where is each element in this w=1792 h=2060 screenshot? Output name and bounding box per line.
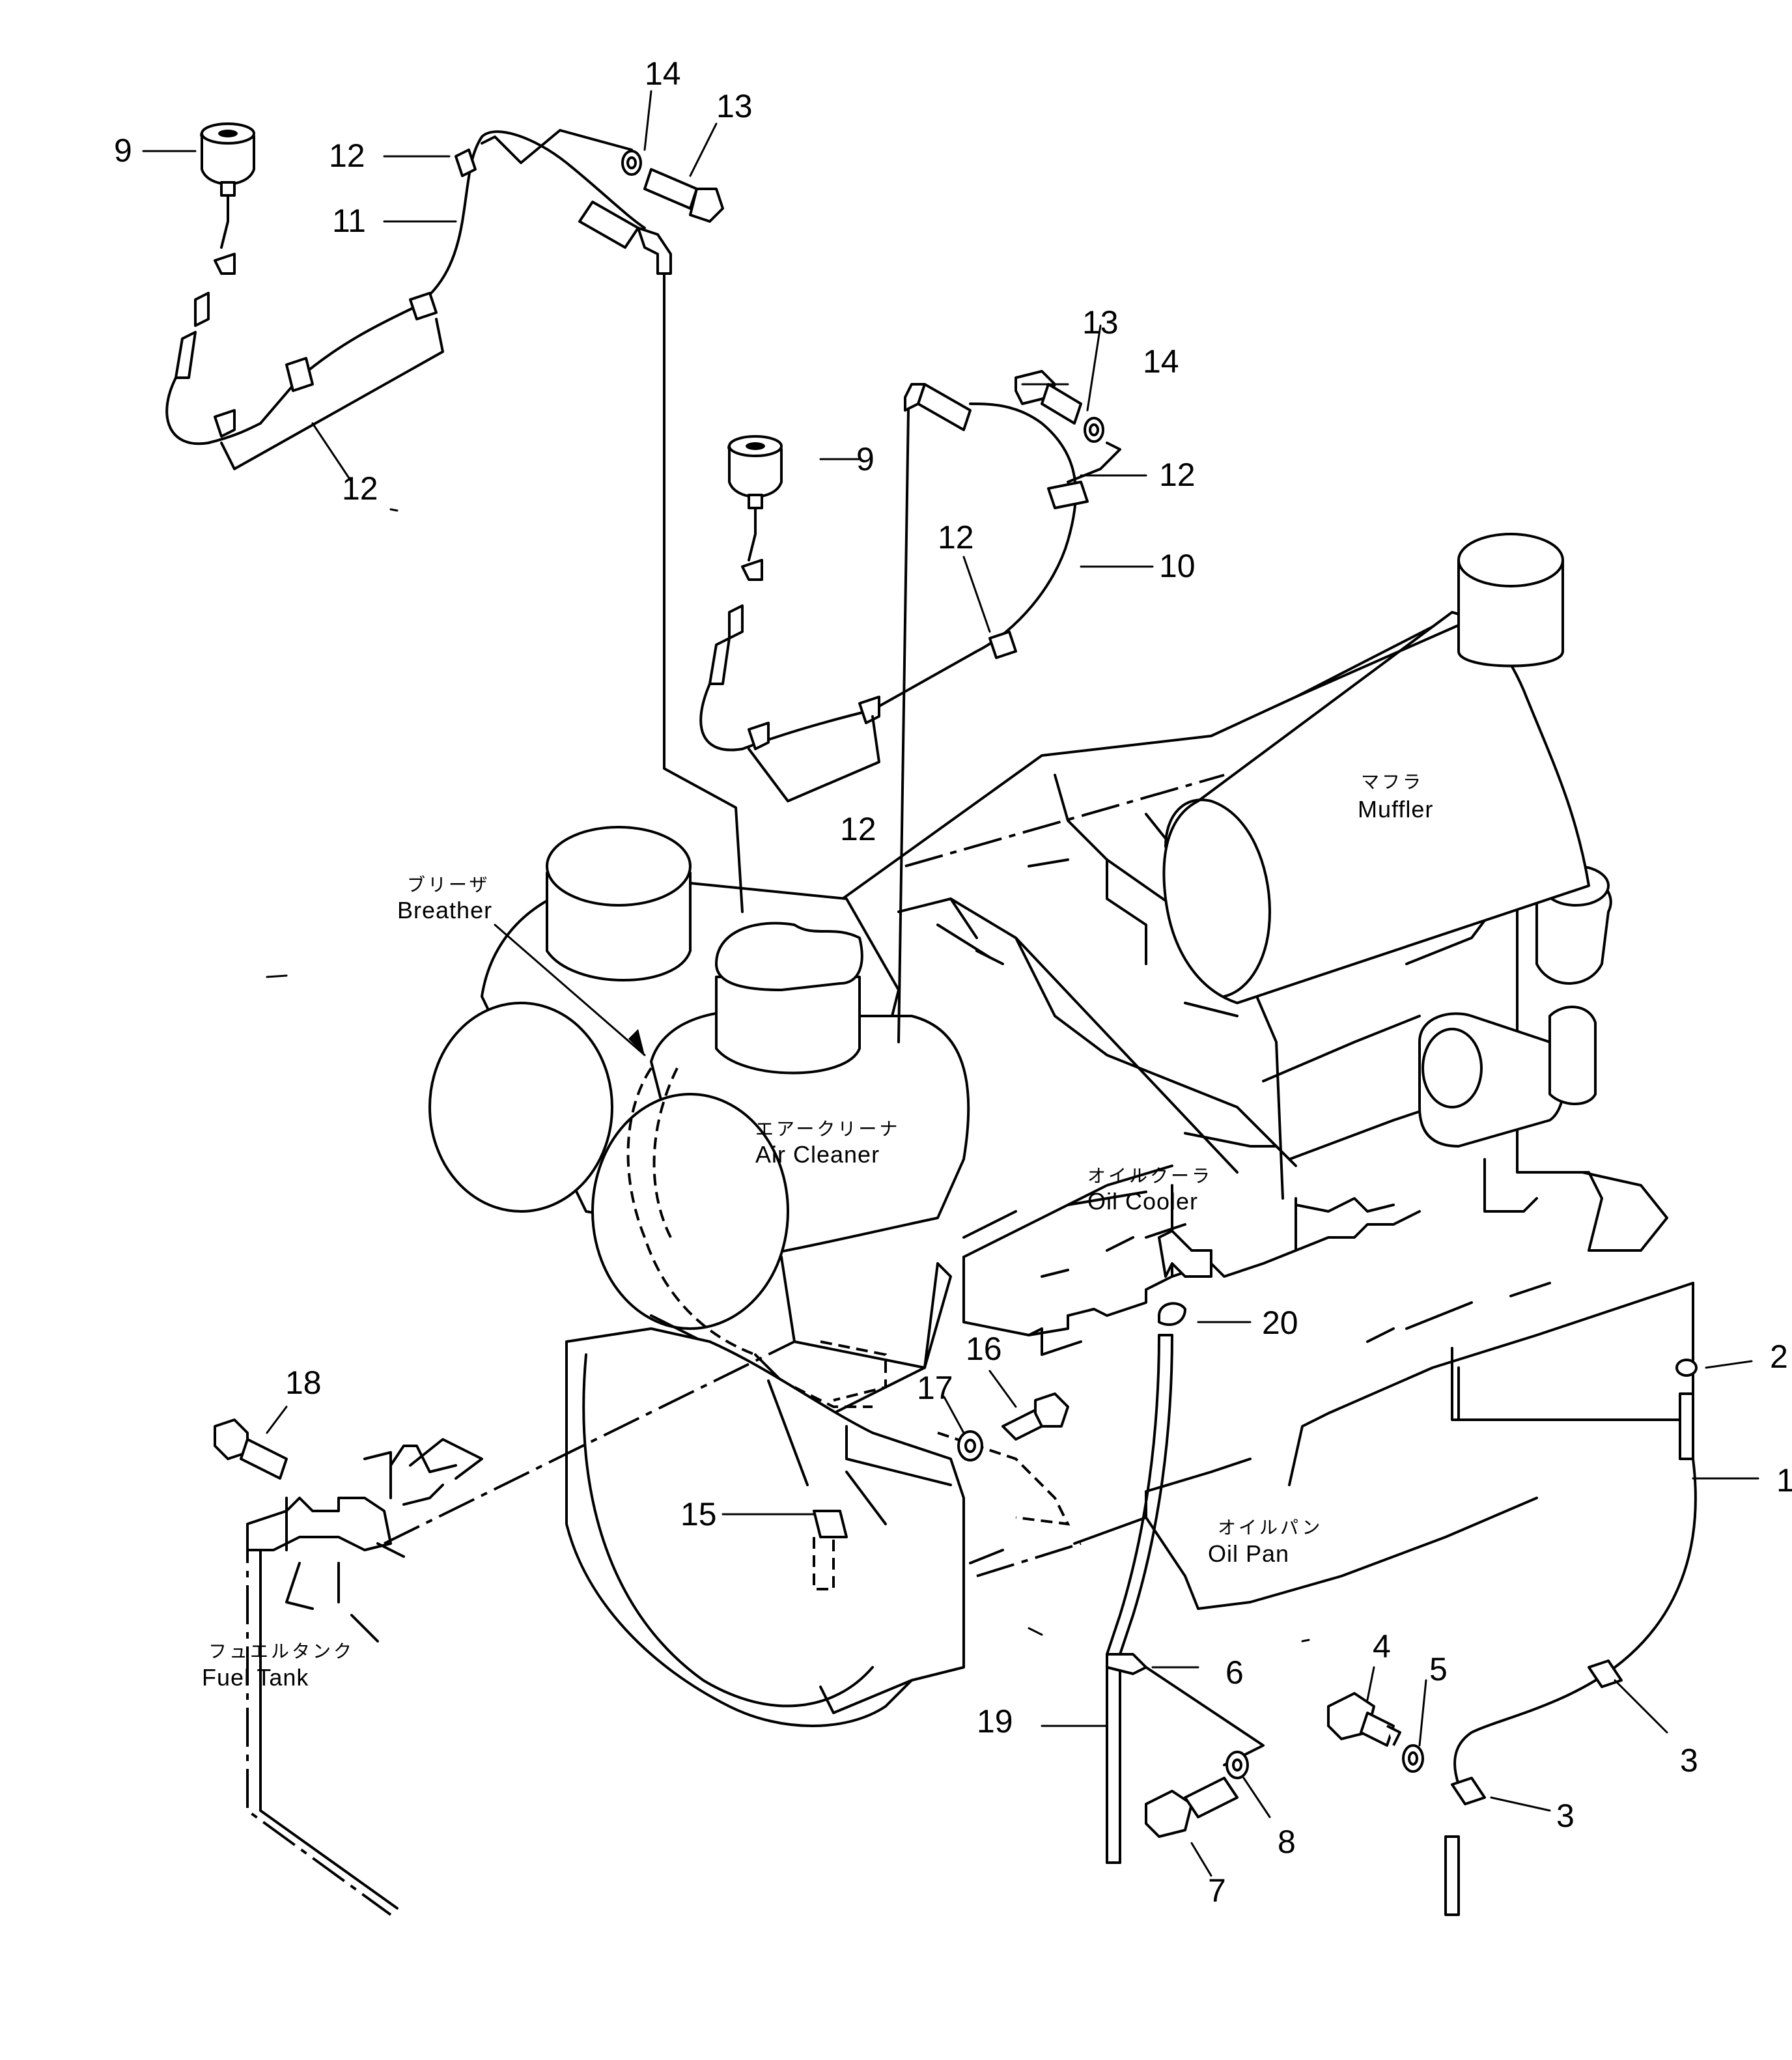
breather-label: ブリーザ Breather — [397, 875, 646, 1056]
oil-cooler-label-en: Oil Cooler — [1087, 1188, 1198, 1215]
callout-2: 2 — [1770, 1338, 1788, 1375]
callout-9b: 9 — [856, 441, 875, 477]
air-cleaner-label-jp: エアークリーナ — [755, 1119, 900, 1139]
breather-label-en: Breather — [397, 897, 492, 924]
callout-16: 16 — [966, 1331, 1002, 1367]
callout-18: 18 — [285, 1364, 322, 1401]
callout-3b: 3 — [1556, 1798, 1575, 1834]
fuel-tank-label-en: Fuel Tank — [202, 1664, 309, 1691]
oil-cooler-label-jp: オイルクーラ — [1087, 1166, 1212, 1186]
callout-5: 5 — [1429, 1651, 1448, 1687]
callout-14b: 14 — [1143, 343, 1179, 380]
breather-hose — [1327, 1359, 1698, 1916]
callout-20: 20 — [1262, 1305, 1298, 1341]
callout-14a: 14 — [645, 55, 681, 92]
callout-19: 19 — [977, 1703, 1013, 1740]
callout-leaders — [142, 90, 1759, 1877]
bolt-4 — [1327, 1692, 1401, 1747]
callout-1: 1 — [1776, 1462, 1792, 1499]
air-cleaner-label-en: Air Cleaner — [755, 1141, 880, 1168]
callout-17: 17 — [917, 1370, 953, 1406]
callout-12b: 12 — [342, 470, 378, 507]
callout-8: 8 — [1278, 1824, 1296, 1860]
tube-10-assembly — [699, 370, 1121, 1043]
callout-9a: 9 — [114, 132, 132, 169]
callout-numbers: 1 2 3 3 4 5 6 7 8 9 9 10 11 12 12 12 12 … — [114, 55, 1792, 1909]
callout-12e: 12 — [840, 811, 876, 847]
callout-4: 4 — [1373, 1628, 1391, 1665]
oil-pan-label-en: Oil Pan — [1208, 1540, 1289, 1567]
callout-11: 11 — [332, 203, 366, 239]
callout-12d: 12 — [1159, 457, 1196, 493]
flywheel-housing — [565, 1327, 965, 1727]
callout-15: 15 — [680, 1496, 717, 1532]
air-cleaner: エアークリーナ Air Cleaner — [428, 826, 1071, 1565]
scan-specks — [266, 508, 1310, 1643]
muffler: マフラ Muffler — [1162, 533, 1590, 1004]
muffler-label-jp: マフラ — [1361, 772, 1423, 792]
tube-11-assembly — [165, 122, 744, 913]
fuel-tank: フュエルタンク Fuel Tank — [202, 1340, 795, 1916]
callout-3a: 3 — [1680, 1742, 1698, 1779]
callout-13a: 13 — [716, 88, 753, 124]
bolt-16 — [1001, 1392, 1069, 1441]
fuel-tank-label-jp: フュエルタンク — [208, 1641, 354, 1661]
callout-12a: 12 — [329, 137, 365, 174]
oil-cooler-area: オイルクーラ Oil Cooler オイルパン Oil Pan — [962, 1166, 1323, 1864]
muffler-label-en: Muffler — [1358, 796, 1433, 823]
bolt-7 — [1145, 1777, 1239, 1838]
callout-7: 7 — [1208, 1872, 1226, 1909]
bolt-18 — [214, 1418, 288, 1480]
callout-6: 6 — [1225, 1654, 1244, 1691]
clamp-15 — [813, 1510, 848, 1590]
breather-label-jp: ブリーザ — [407, 875, 490, 895]
callout-10: 10 — [1159, 548, 1196, 584]
oil-pan-label-jp: オイルパン — [1218, 1517, 1323, 1538]
callout-13b: 13 — [1082, 304, 1119, 341]
callout-12c: 12 — [938, 519, 974, 556]
